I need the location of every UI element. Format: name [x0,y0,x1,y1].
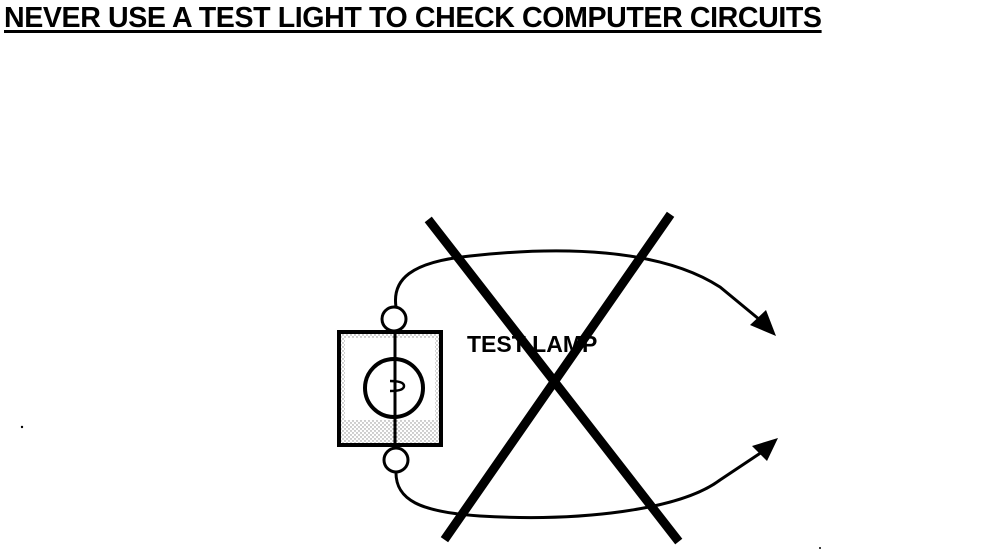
lower-terminal [382,446,410,474]
upper-lead-arrowhead [750,310,776,336]
upper-terminal [380,305,408,333]
speck [819,547,821,549]
bulb-filament [389,379,406,393]
speck [20,425,24,429]
upper-probe-lead [393,249,761,322]
lower-probe-lead [394,450,763,519]
page-title: NEVER USE A TEST LIGHT TO CHECK COMPUTER… [4,2,822,34]
cross-out-stroke-2 [440,211,675,543]
lower-lead-arrowhead [752,438,778,461]
